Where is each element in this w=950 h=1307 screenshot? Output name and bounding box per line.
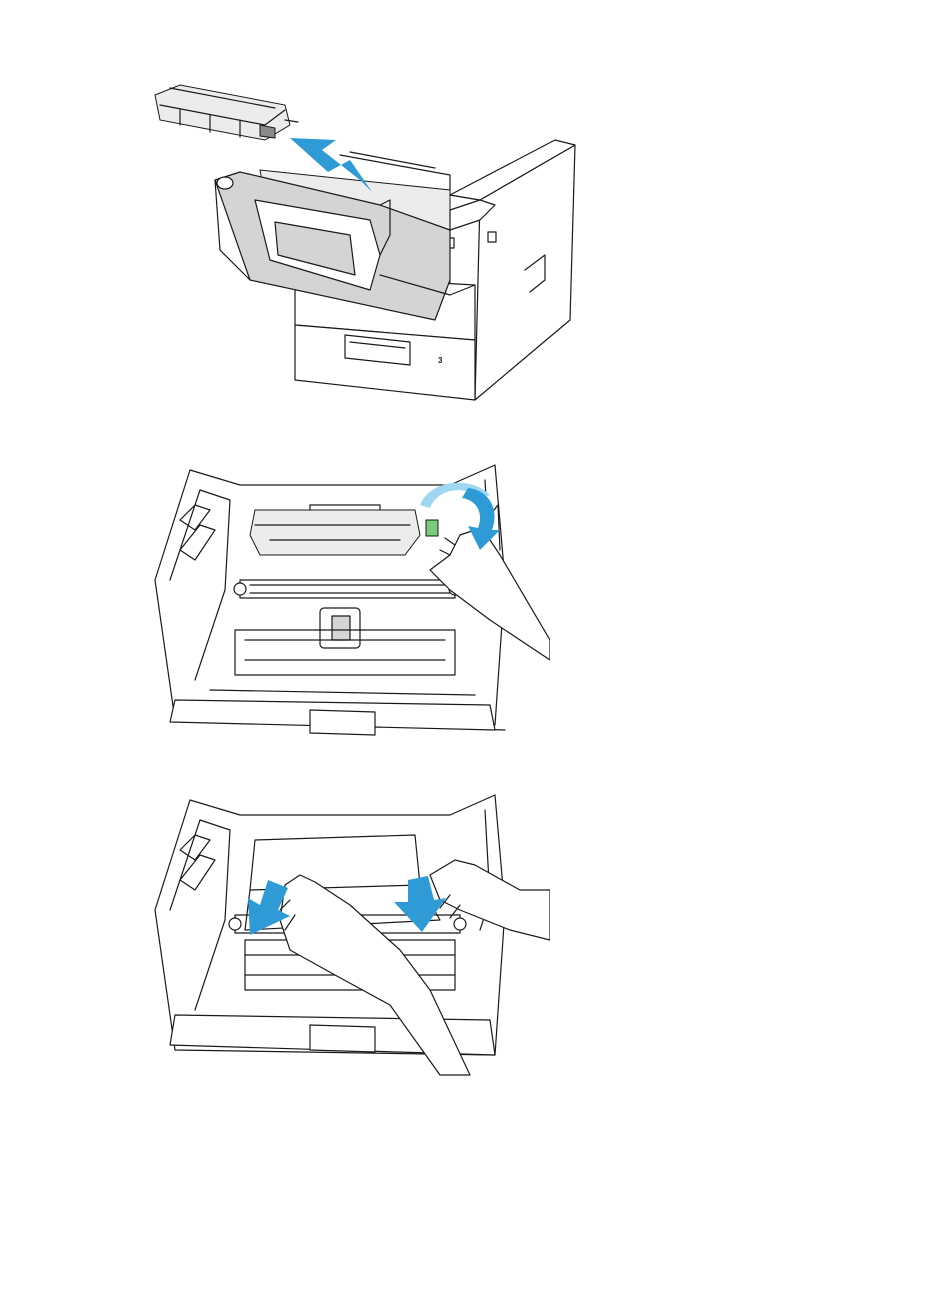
figure-remove-toner-cartridge: 3 (150, 80, 580, 410)
roller-assembly (240, 580, 455, 598)
printer-interior-illustration-2 (150, 790, 550, 1080)
tray-number-label: 3 (438, 356, 443, 365)
figure-rotate-green-tab (150, 460, 550, 740)
printer-open-door-illustration: 3 (150, 80, 580, 410)
figure-pull-jammed-paper (150, 790, 550, 1080)
green-release-tab (426, 520, 438, 536)
printer-interior-illustration-1 (150, 460, 550, 740)
door-handle (310, 1025, 375, 1052)
door-handle (310, 710, 375, 735)
cartridge-area (250, 510, 420, 555)
jammed-paper (250, 835, 420, 890)
toner-cartridge (155, 85, 298, 140)
